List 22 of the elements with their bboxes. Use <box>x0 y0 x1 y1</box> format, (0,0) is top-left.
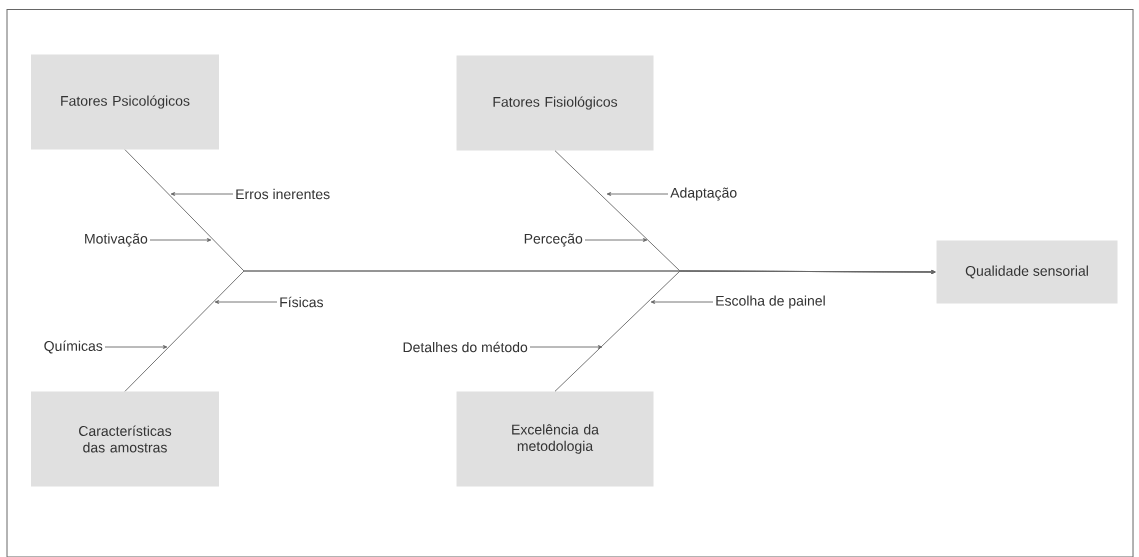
category-box: Excelência da metodologia <box>456 391 654 487</box>
cause-label: Motivação <box>85 233 148 247</box>
arrow <box>170 192 234 196</box>
cause-label: Perceção <box>524 233 583 247</box>
arrow <box>650 300 714 304</box>
cause-label: Erros inerentes <box>236 188 330 200</box>
category-box: Características das amostras <box>31 391 219 487</box>
cause-label: Adaptação <box>670 187 737 201</box>
category-box: Fatores Psicológicos <box>31 54 219 150</box>
effect-box: Qualidade sensorial <box>936 240 1118 304</box>
cause-label: Escolha de painel <box>716 295 825 309</box>
arrow <box>214 300 278 304</box>
cause-label: Físicas <box>280 296 324 308</box>
arrow <box>104 345 168 349</box>
arrow <box>584 238 648 242</box>
fishbone-arrow <box>554 270 936 392</box>
arrow <box>529 345 603 349</box>
arrow <box>606 192 669 196</box>
cause-label: Detalhes do método <box>403 341 528 353</box>
cause-label: Químicas <box>44 340 103 354</box>
arrow <box>149 238 212 242</box>
category-box: Fatores Fisiológicos <box>456 55 654 151</box>
